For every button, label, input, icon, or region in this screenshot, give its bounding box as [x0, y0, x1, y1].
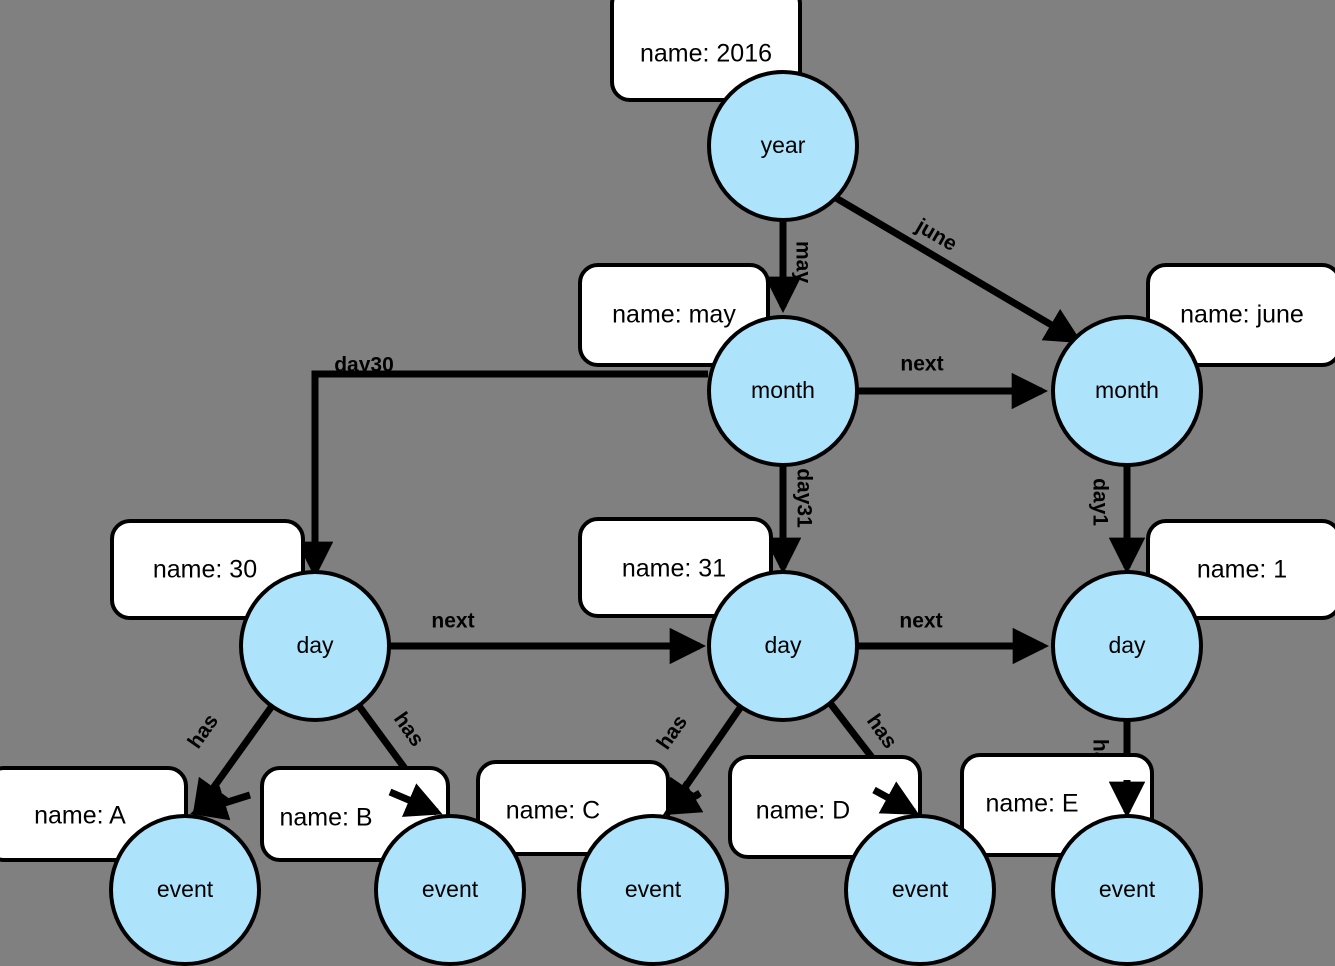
property-box-monthJune: name: june — [1146, 263, 1335, 367]
edge-day31-day1: next — [858, 610, 1050, 665]
node-label-day-1: day — [1108, 632, 1146, 658]
edge-year-may: may — [764, 220, 814, 314]
edge-label-has-d: has — [862, 710, 902, 753]
node-monthMay[interactable]: month — [707, 315, 859, 467]
property-text-eventD: name: D — [756, 797, 850, 825]
node-eventD[interactable]: event — [844, 814, 996, 966]
edge-label-day1: day1 — [1088, 478, 1111, 526]
property-text-day30: name: 30 — [153, 556, 257, 584]
property-box-year2016: name: 2016 — [610, 0, 802, 102]
property-box-day1: name: 1 — [1146, 519, 1335, 620]
node-label-year: year — [761, 132, 806, 158]
property-box-day30: name: 30 — [110, 519, 305, 620]
edge-label-has-a: has — [183, 710, 223, 753]
property-text-day1: name: 1 — [1197, 556, 1287, 584]
property-text-eventB: name: B — [279, 804, 372, 832]
node-label-day-30: day — [296, 632, 334, 658]
node-label-month-june: month — [1095, 377, 1159, 403]
property-text-eventA: name: A — [34, 802, 126, 830]
node-eventA[interactable]: event — [109, 814, 261, 966]
edge-may-day30: day30 — [296, 354, 708, 579]
node-year2016[interactable]: year — [707, 70, 859, 222]
edge-label-day30: day30 — [334, 354, 394, 377]
edge-may-june: next — [858, 353, 1049, 410]
property-text-monthJune: name: june — [1180, 301, 1304, 329]
edge-june-day1: day1 — [1088, 465, 1146, 575]
property-text-eventC: name: C — [506, 797, 600, 825]
node-label-event-e: event — [1099, 876, 1156, 902]
property-text-eventE: name: E — [985, 790, 1078, 818]
edge-day30-eventA: has — [183, 703, 275, 817]
node-label-event-a: event — [157, 876, 214, 902]
edge-label-has-b: has — [389, 708, 429, 751]
property-text-monthMay: name: may — [612, 301, 736, 329]
node-label-event-b: event — [422, 876, 479, 902]
edge-label-has-c: has — [652, 711, 692, 754]
node-label-event-c: event — [625, 876, 682, 902]
node-monthJune[interactable]: month — [1051, 315, 1203, 467]
node-label-event-d: event — [892, 876, 949, 902]
node-eventC[interactable]: event — [577, 814, 729, 966]
node-label-day-31: day — [764, 632, 802, 658]
edge-label-day31: day31 — [792, 468, 815, 528]
property-text-year2016: name: 2016 — [640, 40, 772, 68]
edge-label-next-day31: next — [899, 610, 942, 633]
property-box-monthMay: name: may — [578, 263, 770, 367]
node-label-month-may: month — [751, 377, 815, 403]
edge-label-may: may — [791, 241, 814, 283]
arrowhead-overlay-layer — [190, 780, 1146, 821]
property-text-day31: name: 31 — [622, 555, 726, 583]
edge-may-day31: day31 — [764, 465, 815, 575]
property-box-day31: name: 31 — [578, 517, 773, 618]
node-eventE[interactable]: event — [1051, 814, 1203, 966]
node-day1[interactable]: day — [1051, 570, 1203, 722]
edge-label-next-months: next — [900, 353, 943, 376]
edge-day30-day31: next — [390, 610, 707, 665]
node-day30[interactable]: day — [239, 570, 391, 722]
node-day31[interactable]: day — [707, 570, 859, 722]
edge-label-next-day30: next — [431, 610, 474, 633]
edge-year-june: june — [834, 194, 1083, 344]
node-eventB[interactable]: event — [374, 814, 526, 966]
